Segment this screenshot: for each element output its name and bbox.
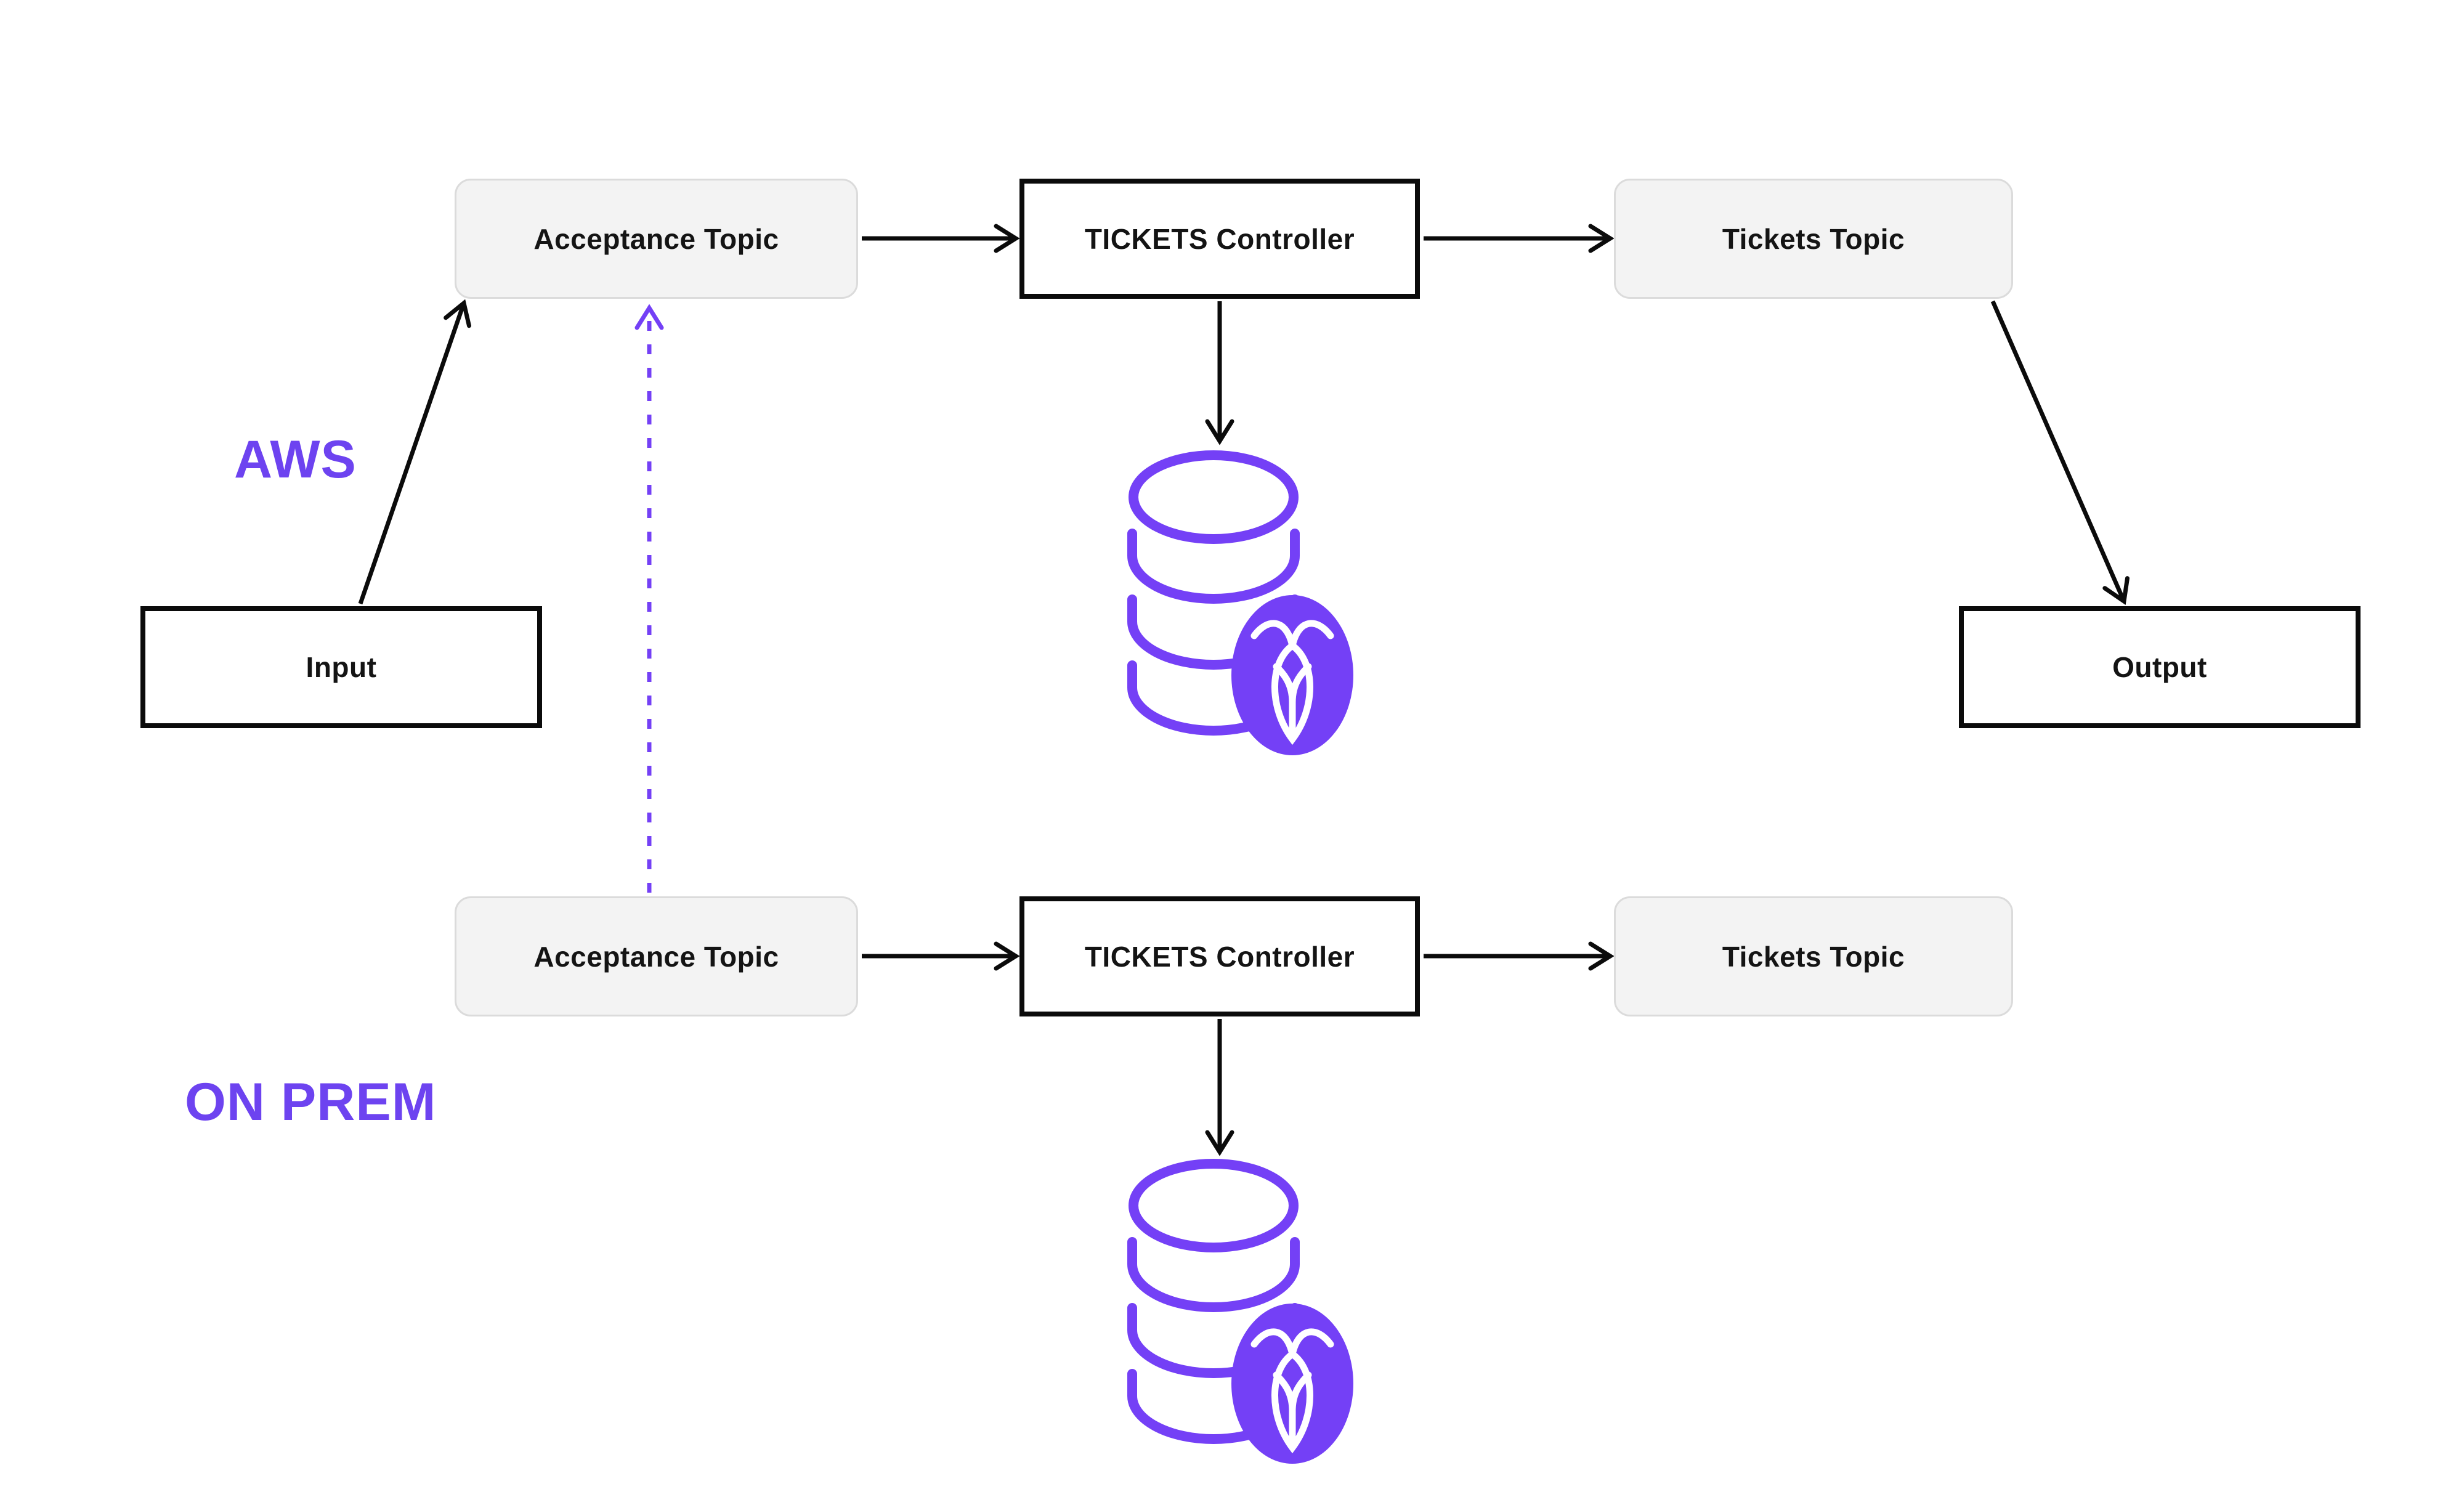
onprem-acceptance-topic-node: Acceptance Topic [455,896,858,1016]
arrow-input-to-acceptance-topic [358,299,471,605]
aws-acceptance-topic-label: Acceptance Topic [533,222,779,255]
aws-tickets-topic-node: Tickets Topic [1614,179,2013,299]
aws-input-label: Input [306,651,377,683]
onprem-tickets-controller-label: TICKETS Controller [1084,940,1355,973]
aws-acceptance-topic-node: Acceptance Topic [455,179,858,299]
onprem-tickets-topic-node: Tickets Topic [1614,896,2013,1016]
aws-output-node: Output [1959,606,2361,728]
aws-tickets-topic-label: Tickets Topic [1722,222,1905,255]
database-cylinder-icon cockroachdb-logo-icon aws [1132,455,1353,755]
onprem-acceptance-topic-label: Acceptance Topic [533,940,779,973]
aws-input-node: Input [140,606,542,728]
arrow-tickets-topic-to-output [1990,300,2130,606]
aws-tickets-controller-label: TICKETS Controller [1084,222,1355,255]
onprem-tickets-controller-node: TICKETS Controller [1019,896,1420,1016]
onprem-region-label: ON PREM [185,1073,437,1132]
aws-output-label: Output [2112,651,2207,683]
aws-region-label: AWS [234,430,357,489]
aws-tickets-controller-node: TICKETS Controller [1019,179,1420,299]
database-cylinder-icon cockroachdb-logo-icon onprem [1132,1164,1353,1464]
onprem-tickets-topic-label: Tickets Topic [1722,940,1905,973]
